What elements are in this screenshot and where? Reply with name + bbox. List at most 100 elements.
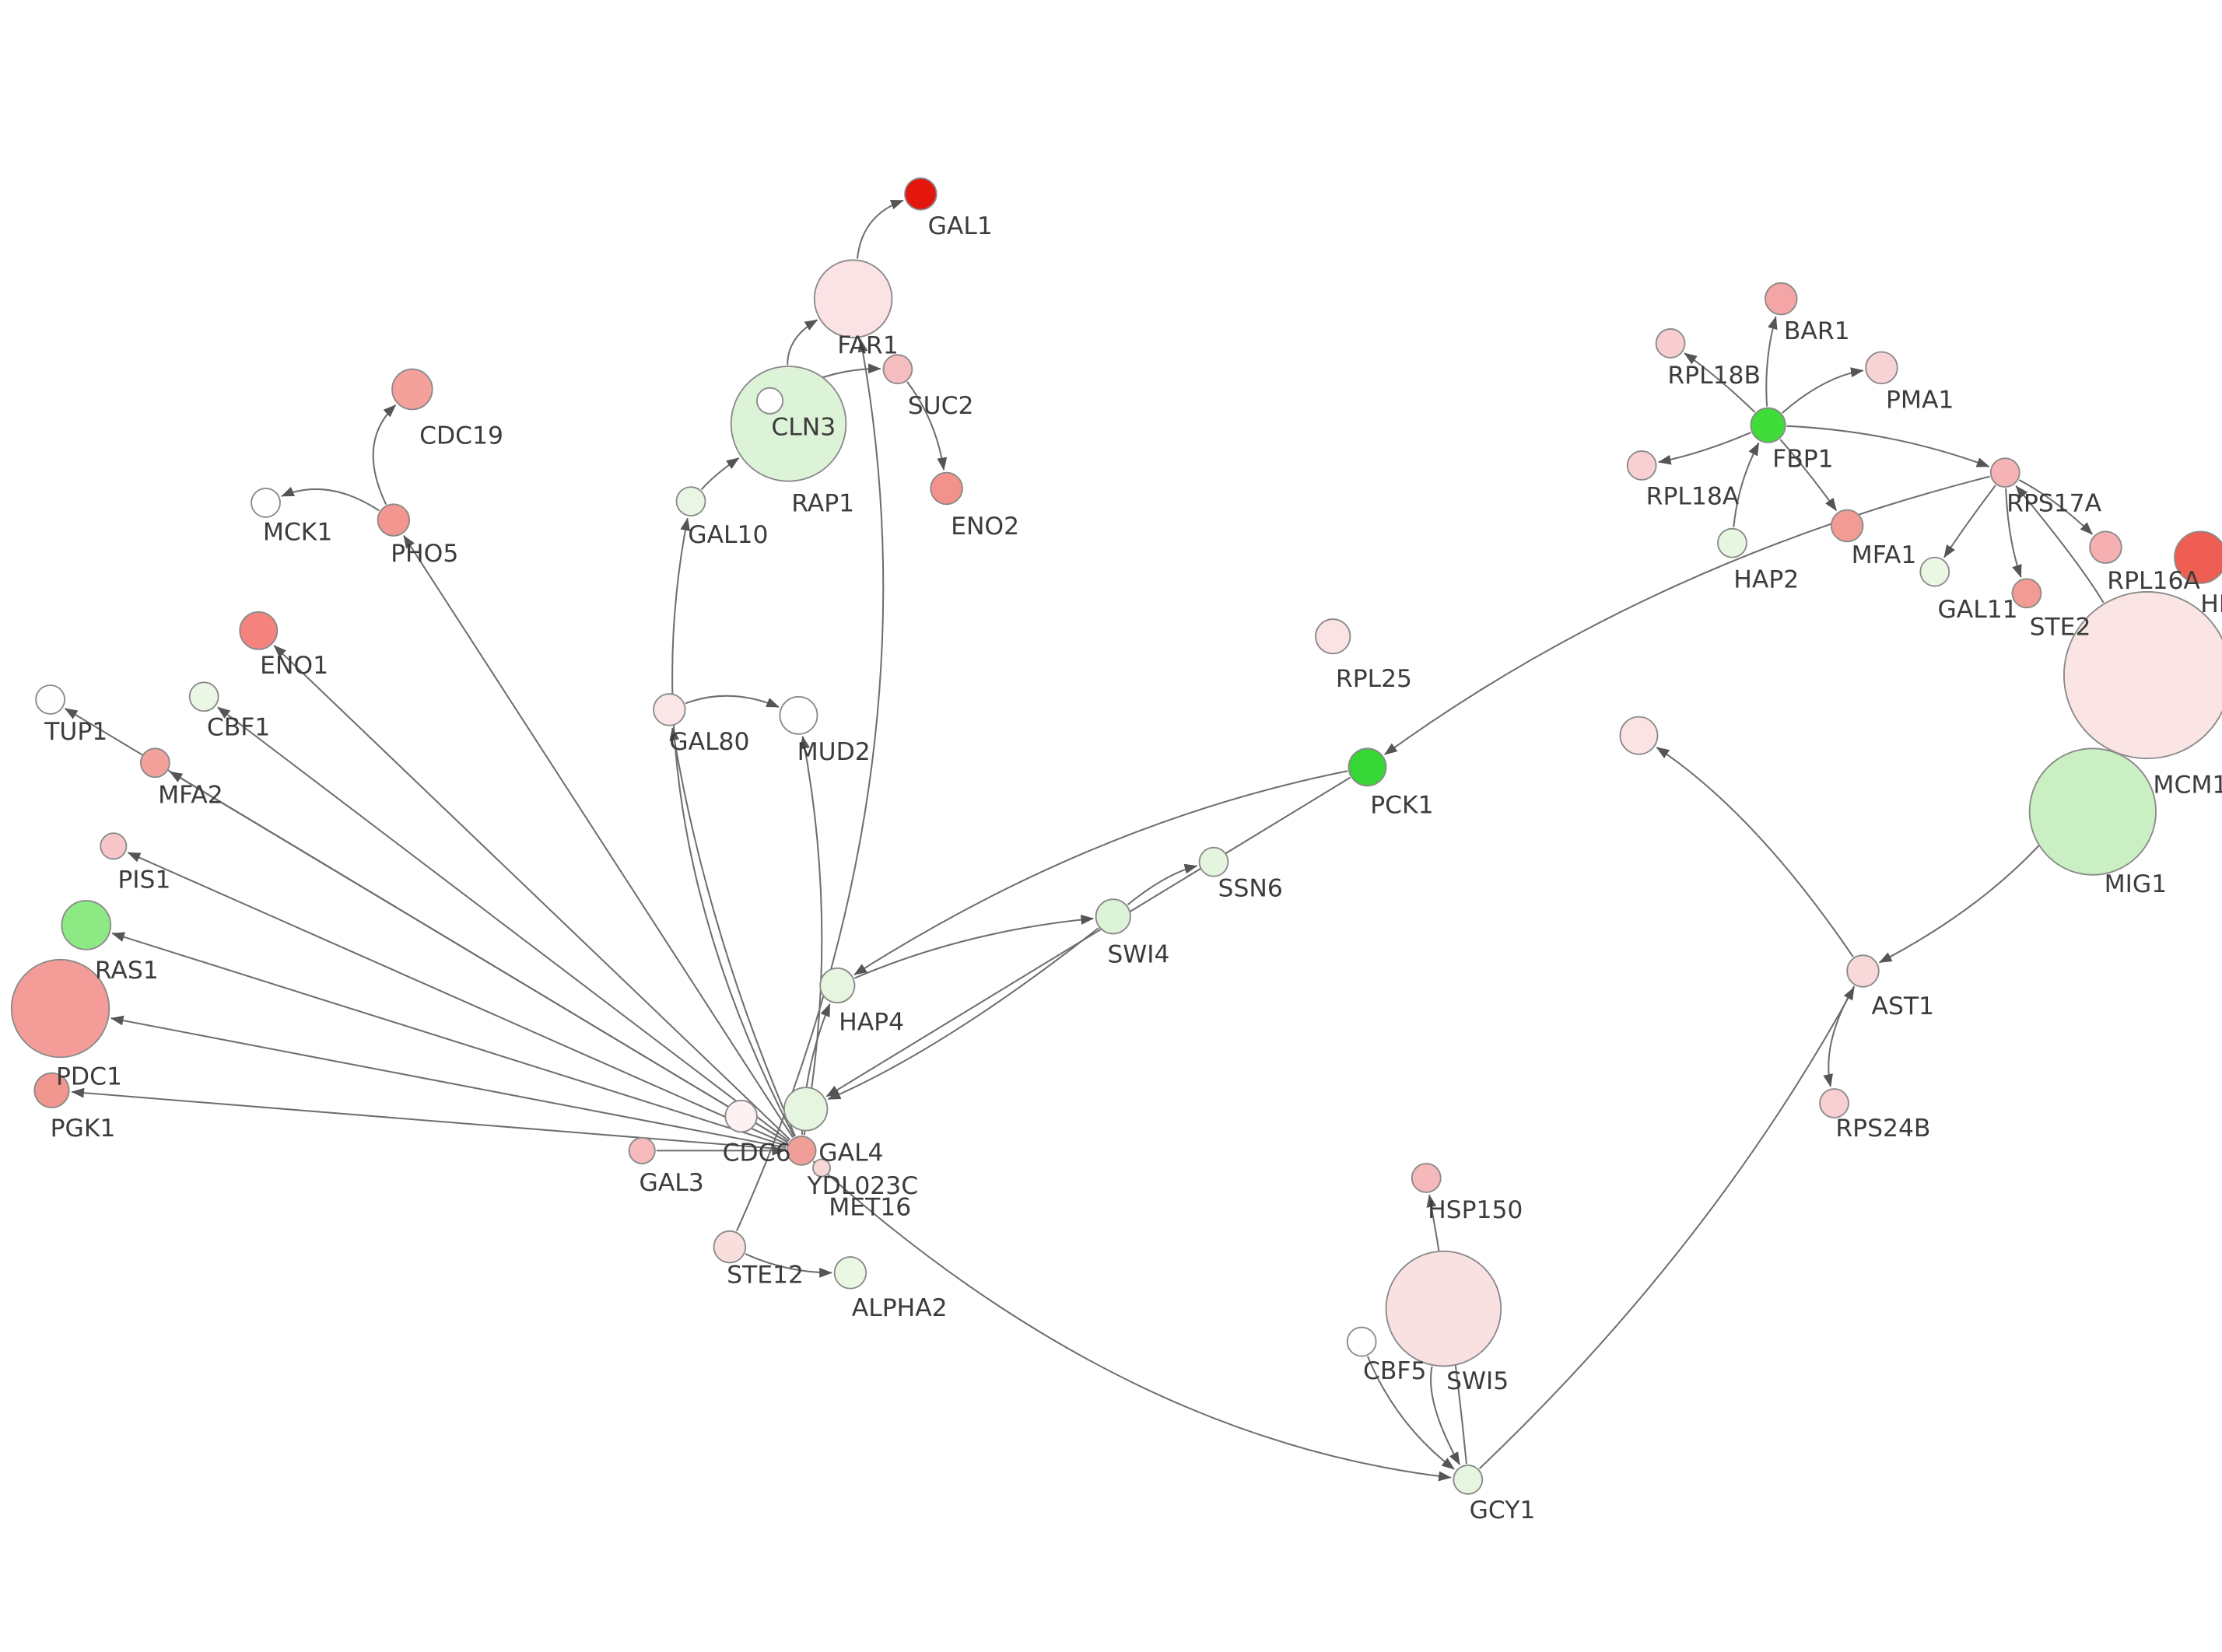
node-GAL11[interactable] [1919, 556, 1950, 587]
node-SUC2[interactable] [882, 354, 913, 385]
node-MFA2[interactable] [140, 747, 170, 779]
node-CDC19[interactable] [391, 368, 433, 411]
node-SSN6[interactable] [1198, 846, 1229, 877]
node-CBF5[interactable] [1346, 1326, 1377, 1357]
edge-FBP1-RPS17A [1786, 425, 1990, 467]
node-RPL16A[interactable] [2089, 530, 2122, 564]
node-HIS4[interactable] [2174, 530, 2222, 584]
node-AST1[interactable] [1846, 954, 1880, 988]
node-label-MFA1: MFA1 [1852, 541, 1917, 569]
edge-FBP1-MFA1 [1779, 439, 1838, 512]
node-label-BAR1: BAR1 [1784, 317, 1850, 345]
node-label-PMA1: PMA1 [1886, 387, 1954, 415]
node-YDL023C[interactable] [783, 1087, 829, 1132]
edge-GAL4-PDC1 [110, 1015, 787, 1149]
edge-GAL4-CBF1 [217, 706, 790, 1142]
node-SWI4[interactable] [1095, 898, 1131, 935]
node-MUD2[interactable] [779, 695, 818, 735]
edge-GAL4-PHO5 [403, 534, 794, 1138]
node-CDC6[interactable] [724, 1099, 758, 1133]
node-PIS1[interactable] [100, 832, 128, 860]
node-GAL4[interactable] [786, 1136, 817, 1166]
node-label-GAL4: GAL4 [818, 1139, 883, 1167]
node-ENO2[interactable] [930, 471, 963, 506]
edge-RPS17A-PCK1 [1384, 475, 1990, 755]
node-PDC1[interactable] [10, 958, 110, 1059]
edge-GAL10-CLN3 [700, 457, 740, 491]
node-label-PCK1: PCK1 [1370, 791, 1433, 819]
edge-AST1-RPS24B [1823, 985, 1856, 1087]
node-label-ENO2: ENO2 [951, 513, 1019, 541]
node-FAR1[interactable] [813, 259, 893, 338]
edge-PHO5-CDC19 [372, 404, 397, 506]
node-MIG1[interactable] [2028, 747, 2157, 876]
edge-SWI4-SSN6 [1127, 863, 1198, 906]
nodes-layer [10, 177, 2222, 1495]
node-GCY1[interactable] [1453, 1464, 1484, 1495]
node-label-RPL16A: RPL16A [2107, 567, 2200, 595]
node-HAP2[interactable] [1717, 527, 1747, 558]
node-label-GAL11: GAL11 [1937, 596, 2017, 624]
node-ALPHA2[interactable] [833, 1256, 867, 1290]
node-CBF1[interactable] [188, 681, 219, 712]
node-GAL1[interactable] [904, 177, 938, 211]
node-label-SWI5: SWI5 [1446, 1367, 1509, 1395]
node-label-FBP1: FBP1 [1772, 445, 1833, 473]
node-label-AST1: AST1 [1872, 992, 1934, 1020]
node-label-SSN6: SSN6 [1218, 874, 1283, 902]
node-label-ENO1: ENO1 [260, 652, 328, 680]
node-MCK1[interactable] [251, 488, 281, 518]
node-label-FAR1: FAR1 [837, 331, 898, 359]
node-label-ALPHA2: ALPHA2 [852, 1294, 948, 1322]
edge-GAL4-MFA2 [169, 771, 789, 1143]
node-MET16[interactable] [812, 1158, 831, 1178]
node-RAP1[interactable] [756, 387, 784, 415]
node-label-CBF1: CBF1 [207, 714, 270, 742]
edge-GAL4-RAS1 [111, 932, 787, 1147]
edge-MCM1-RPS17A [2015, 485, 2105, 604]
node-HSP150[interactable] [1411, 1163, 1442, 1193]
node-label-PDC1: PDC1 [56, 1062, 122, 1090]
node-RPS24B[interactable] [1819, 1088, 1849, 1118]
node-label-CBF5: CBF5 [1363, 1357, 1426, 1385]
node-NODE_A[interactable] [1619, 716, 1659, 755]
node-PGK1[interactable] [33, 1072, 70, 1108]
node-label-GAL10: GAL10 [688, 521, 768, 549]
node-MFA1[interactable] [1830, 509, 1864, 543]
node-RPS17A[interactable] [1989, 457, 2020, 488]
node-GAL10[interactable] [675, 486, 706, 516]
node-label-RPL18A: RPL18A [1646, 482, 1740, 510]
node-FBP1[interactable] [1750, 407, 1786, 443]
node-GAL80[interactable] [653, 693, 686, 726]
node-RPL18B[interactable] [1655, 328, 1686, 359]
node-TUP1[interactable] [35, 684, 65, 715]
edge-SWI5-GCY1 [1430, 1366, 1460, 1465]
node-STE2[interactable] [2011, 578, 2042, 609]
edge-GAL4-PIS1 [127, 852, 787, 1146]
node-RAS1[interactable] [61, 900, 112, 950]
node-STE12[interactable] [713, 1230, 747, 1264]
node-GAL3[interactable] [628, 1136, 656, 1164]
node-label-CLN3: CLN3 [771, 414, 836, 442]
edge-FAR1-GAL1 [856, 199, 904, 259]
node-label-HAP4: HAP4 [839, 1008, 904, 1036]
node-RPL25[interactable] [1315, 618, 1351, 655]
node-HAP4[interactable] [819, 967, 856, 1004]
node-PMA1[interactable] [1865, 351, 1898, 385]
edge-GAL4-PGK1 [71, 1087, 786, 1150]
labels-layer: CLN3RAP1FAR1GAL1SUC2ENO2GAL10CDC19MCK1PH… [44, 212, 2222, 1524]
node-PHO5[interactable] [377, 503, 411, 537]
node-RPL18A[interactable] [1626, 450, 1657, 481]
node-SWI5[interactable] [1385, 1250, 1502, 1367]
node-label-PHO5: PHO5 [391, 540, 458, 568]
node-PCK1[interactable] [1348, 747, 1387, 787]
node-label-MCK1: MCK1 [263, 518, 332, 546]
node-BAR1[interactable] [1765, 282, 1798, 316]
edge-GAL4-MUD2 [800, 736, 823, 1136]
node-label-MIG1: MIG1 [2105, 870, 2168, 898]
node-label-GAL1: GAL1 [928, 212, 993, 240]
edge-PHO5-MCK1 [281, 486, 380, 512]
node-ENO1[interactable] [239, 611, 279, 650]
node-label-CDC6: CDC6 [723, 1139, 791, 1167]
node-MCM1[interactable] [2063, 591, 2222, 760]
